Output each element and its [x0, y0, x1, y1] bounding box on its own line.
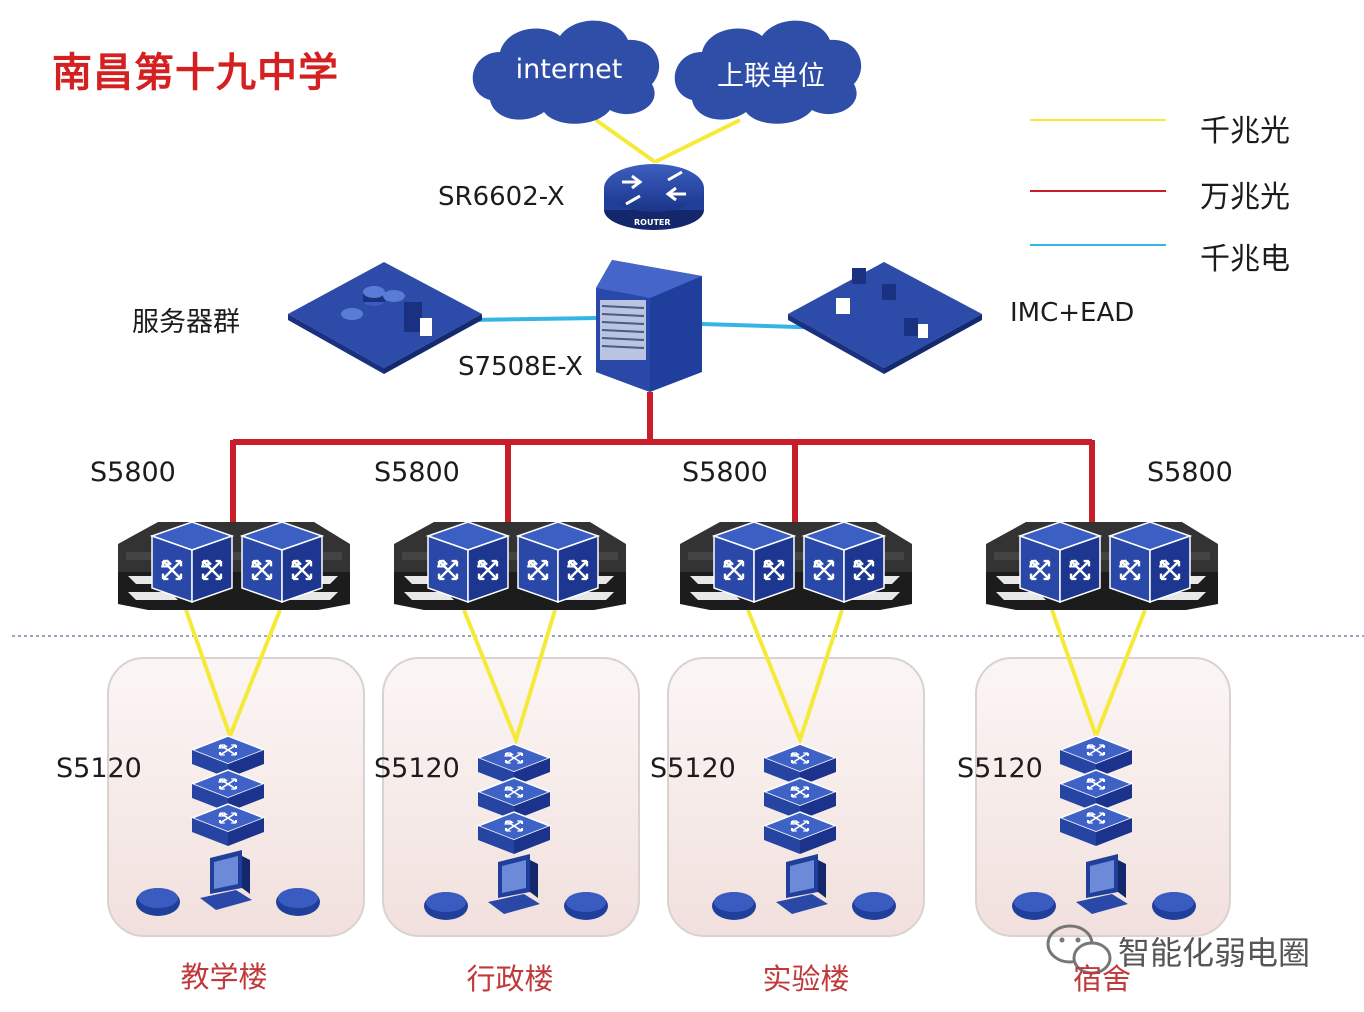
- legend-lines: [1030, 119, 1166, 246]
- building-label-lab: 实验楼: [762, 962, 850, 996]
- aggregation-label-3: S5800: [682, 457, 768, 488]
- legend-label-gigabit-fiber: 千兆光: [1200, 114, 1290, 149]
- aggregation-label-1: S5800: [90, 457, 176, 488]
- cloud-label-internet: internet: [515, 54, 623, 85]
- router-badge: ROUTER: [634, 218, 671, 227]
- page-title: 南昌第十九中学: [52, 50, 339, 96]
- building-label-admin: 行政楼: [466, 962, 554, 996]
- cloud-label-upstream: 上联单位: [717, 61, 825, 92]
- aggregation-label-4: S5800: [1147, 457, 1233, 488]
- router-icon: [604, 164, 704, 230]
- aggregation-switch-4: [986, 522, 1218, 610]
- access-label-4: S5120: [957, 753, 1043, 784]
- aggregation-switch-1: [118, 522, 350, 610]
- server-group-label: 服务器群: [132, 307, 240, 338]
- cloud-internet: [472, 20, 660, 124]
- aggregation-label-2: S5800: [374, 457, 460, 488]
- building-label-teaching: 教学楼: [180, 960, 268, 994]
- access-switch-2: [478, 744, 550, 854]
- server-group-icon: [288, 262, 482, 374]
- wechat-icon: [1046, 924, 1112, 975]
- aggregation-switches: [118, 522, 1218, 610]
- legend-label-ten-gigabit: 万兆光: [1200, 180, 1290, 215]
- router-label: SR6602-X: [438, 182, 565, 212]
- core-switch-label: S7508E-X: [458, 352, 583, 382]
- access-label-1: S5120: [56, 753, 142, 784]
- access-label-2: S5120: [374, 753, 460, 784]
- watermark: 智能化弱电圈: [1118, 934, 1311, 972]
- legend-label-gigabit-copper: 千兆电: [1200, 242, 1290, 277]
- access-switch-4: [1060, 736, 1132, 846]
- ten-gigabit-links: [230, 392, 1095, 522]
- management-label: IMC+EAD: [1010, 298, 1135, 328]
- building-label-dorm: 宿舍: [1072, 962, 1131, 996]
- cloud-upstream: [674, 20, 862, 124]
- access-switch-1: [192, 736, 264, 846]
- aggregation-switch-2: [394, 522, 626, 610]
- aggregation-switch-3: [680, 522, 912, 610]
- access-switch-3: [764, 744, 836, 854]
- core-switch-icon: [596, 260, 702, 392]
- access-label-3: S5120: [650, 753, 736, 784]
- management-platform-icon: [788, 262, 982, 374]
